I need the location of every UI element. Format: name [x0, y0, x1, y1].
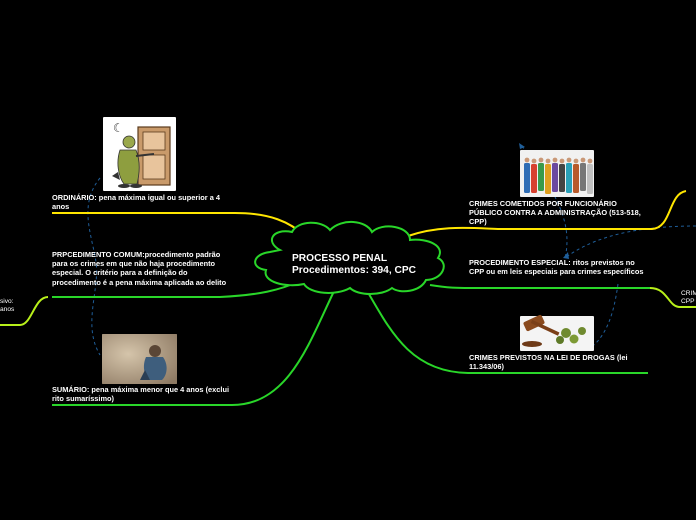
node-ordinario[interactable]: ORDINÁRIO: pena máxima igual ou superior…	[52, 193, 220, 212]
branch-sumario	[52, 286, 337, 406]
node-procedimento-especial[interactable]: PROCEDIMENTO ESPECIAL: ritos previstos n…	[469, 258, 644, 277]
node-right-cut-line1: CRIM	[681, 290, 696, 297]
central-cloud	[254, 221, 445, 295]
branch-ordinario	[52, 212, 306, 237]
branch-left-cut	[0, 296, 49, 326]
central-topic-title: PROCESSO PENAL	[292, 253, 388, 264]
branch-funcionario	[407, 190, 687, 237]
node-procedimento-comum[interactable]: PRPCEDIMENTO COMUM:procedimento padrão p…	[52, 250, 227, 287]
sad-child-icon	[102, 334, 177, 384]
central-topic[interactable]: PROCESSO PENAL Procedimentos: 394, CPC	[292, 253, 416, 277]
node-left-cut-line1: sivo:	[0, 298, 14, 305]
branch-especial	[429, 284, 650, 289]
node-sumario[interactable]: SUMÁRIO: pena máxima menor que 4 anos (e…	[52, 385, 230, 404]
thief-icon: ☾	[103, 117, 176, 191]
branch-drogas	[365, 288, 648, 374]
people-icon	[520, 150, 594, 197]
node-right-cut-line2: CPP	[681, 298, 695, 305]
node-funcionario-publico[interactable]: CRIMES COMETIDOS POR FUNCIONÁRIO PÚBLICO…	[469, 199, 641, 227]
node-left-cut[interactable]: sivo: anos	[0, 298, 14, 314]
dashed-link-especial-drogas	[593, 283, 619, 346]
arrow-head-especial	[563, 252, 569, 259]
node-left-cut-line2: anos	[0, 306, 15, 313]
central-topic-subtitle: Procedimentos: 394, CPC	[292, 265, 416, 276]
node-right-cut[interactable]: CRIM CPP	[681, 290, 696, 306]
gavel-icon	[520, 314, 594, 351]
node-lei-de-drogas[interactable]: CRIMES PREVISTOS NA LEI DE DROGAS (lei 1…	[469, 353, 628, 372]
branch-right-cut	[649, 287, 696, 308]
arrow-head-funcionario	[519, 143, 525, 149]
svg-text:☾: ☾	[113, 121, 124, 135]
